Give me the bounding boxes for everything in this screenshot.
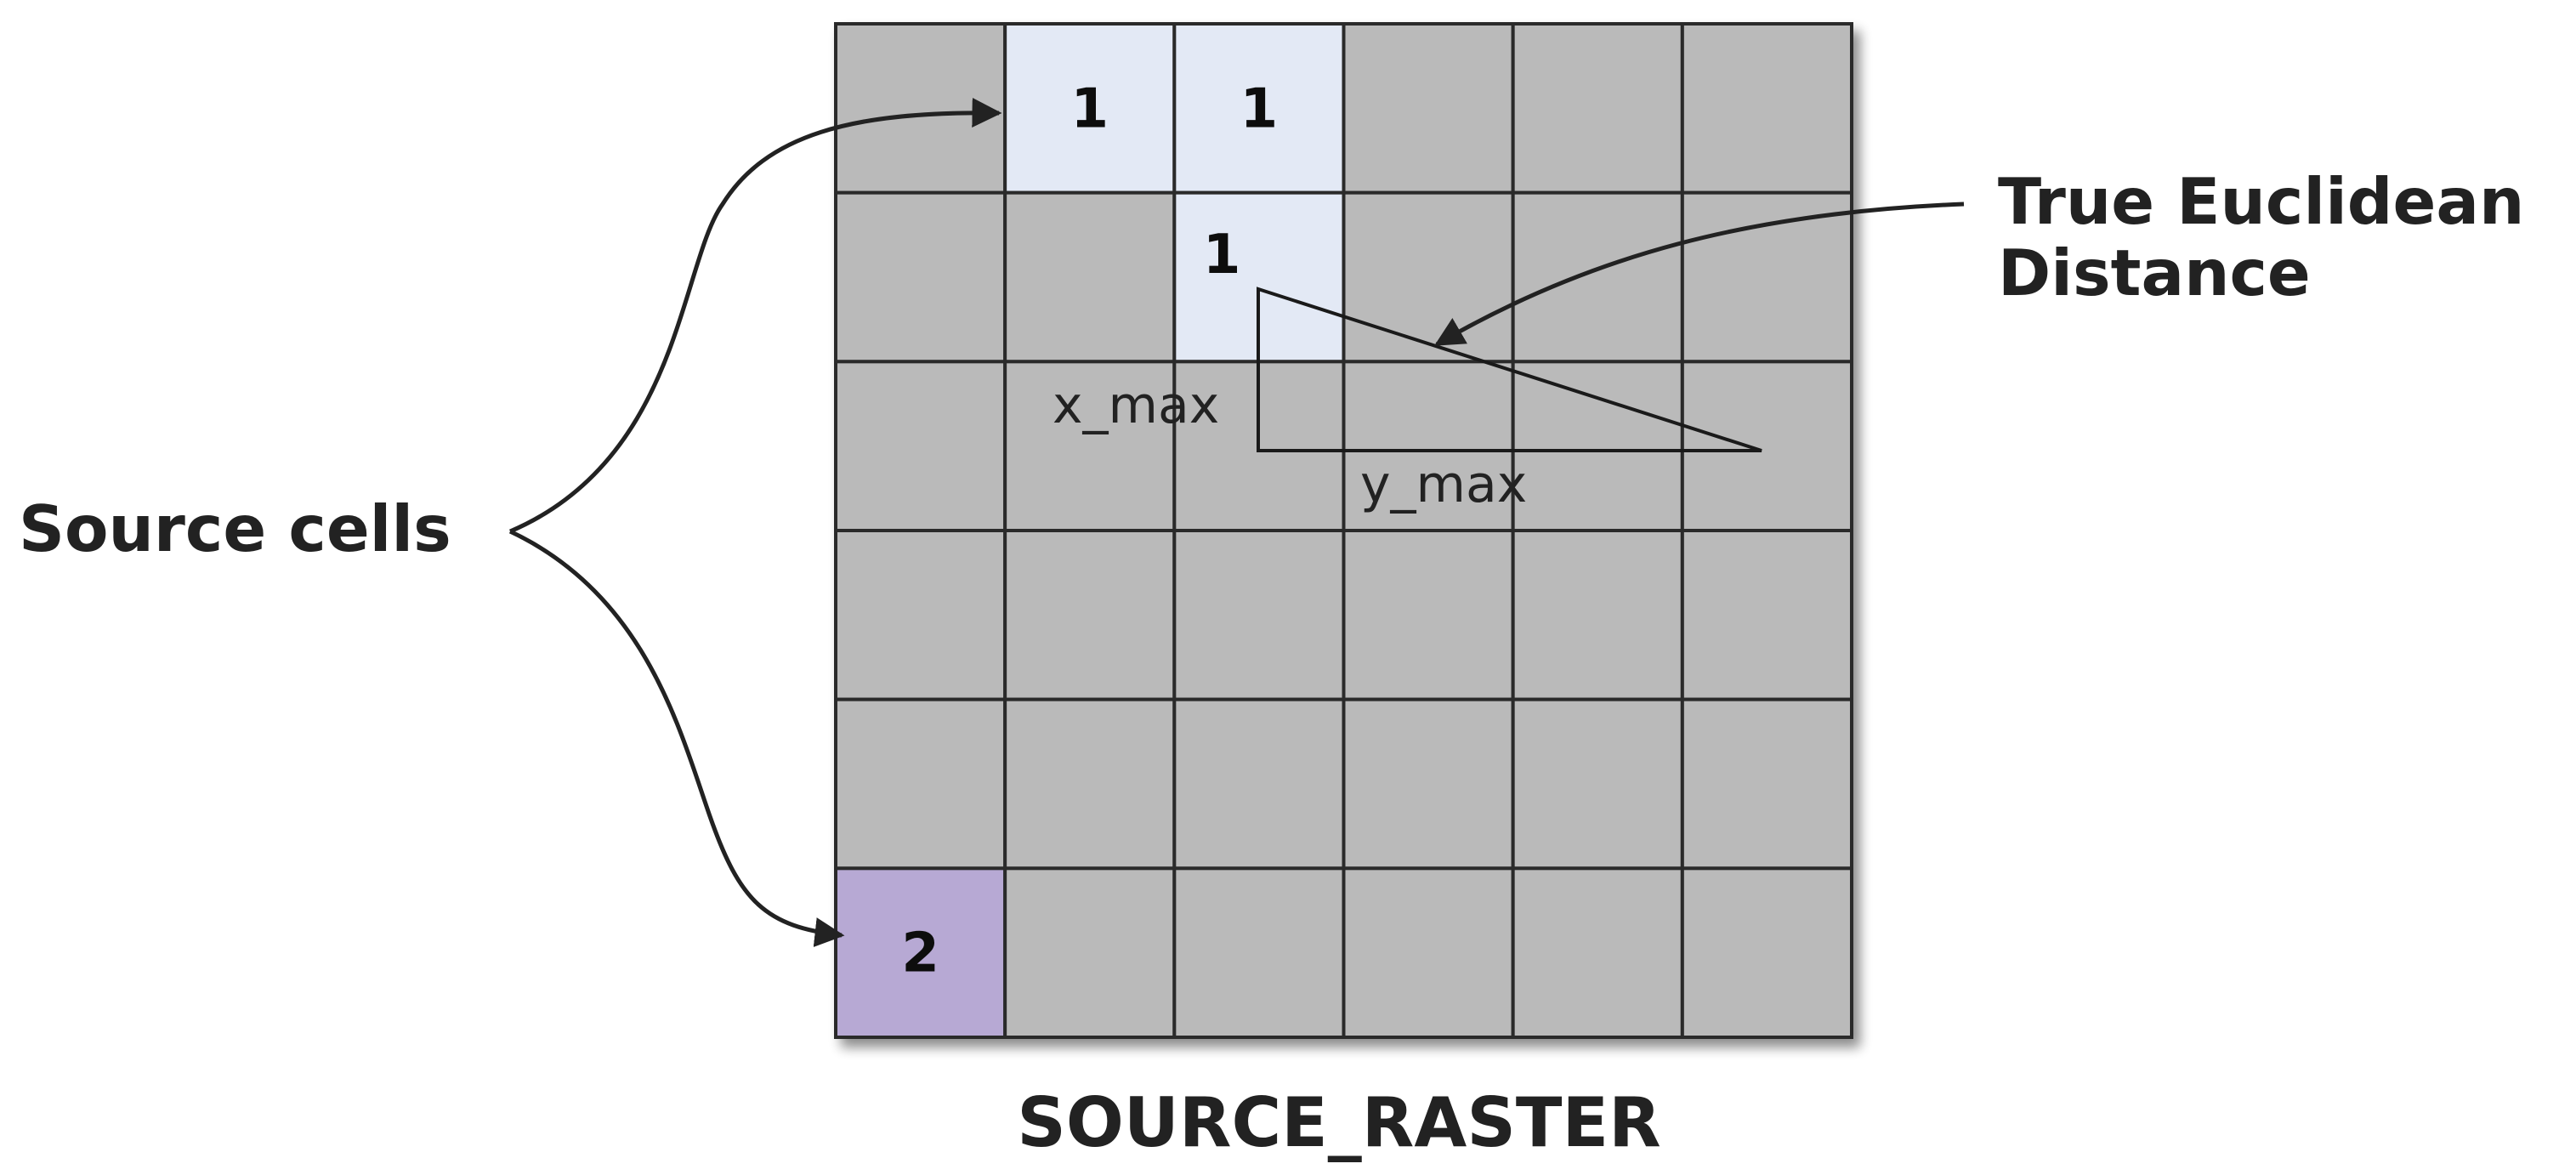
raster-cell-2-4 [1511, 360, 1684, 533]
true-euclidean-label-line2: Distance [1998, 236, 2311, 310]
raster-cell-3-2 [1172, 529, 1346, 701]
raster-cell-4-1 [1003, 697, 1177, 871]
cell-value-0-2: 1 [1240, 77, 1279, 140]
raster-cell-1-1 [1003, 190, 1177, 364]
raster-cell-5-2 [1172, 866, 1346, 1039]
cell-value-1-2: 1 [1203, 224, 1241, 287]
raster-cell-3-5 [1680, 529, 1854, 701]
source-raster-grid: 1 1 1 2 [834, 22, 1854, 1039]
raster-cell-0-3 [1342, 22, 1515, 195]
y-max-label: y_max [1360, 455, 1527, 514]
source-cells-label: Source cells [19, 491, 451, 566]
raster-cell-1-5 [1680, 190, 1854, 364]
raster-cell-1-0 [834, 190, 1007, 364]
raster-cell-3-4 [1511, 529, 1684, 701]
raster-cell-5-3 [1342, 866, 1515, 1039]
raster-cell-3-0 [834, 529, 1007, 701]
true-euclidean-label-line1: True Euclidean [1998, 164, 2524, 239]
raster-cell-2-5 [1680, 360, 1854, 533]
raster-cell-2-0 [834, 360, 1007, 533]
raster-cell-0-0 [834, 22, 1007, 195]
cell-value-0-1: 1 [1070, 77, 1109, 140]
source-cells-arrow-bottom [508, 529, 845, 947]
raster-cell-5-4 [1511, 866, 1684, 1039]
raster-cell-4-4 [1511, 697, 1684, 871]
true-euclidean-arrow [1433, 202, 1965, 347]
raster-caption: SOURCE_RASTER [1017, 1083, 1661, 1162]
raster-cell-5-1 [1003, 866, 1177, 1039]
source-cell-0-2 [1172, 22, 1346, 195]
x-max-label: x_max [1053, 376, 1219, 435]
distance-triangle [1257, 287, 1762, 452]
raster-cell-4-3 [1342, 697, 1515, 871]
raster-cell-4-2 [1172, 697, 1346, 871]
raster-cell-4-5 [1680, 697, 1854, 871]
grid-cells: 1 1 1 2 [834, 22, 1854, 1039]
raster-cell-4-0 [834, 697, 1007, 871]
raster-cell-1-4 [1511, 190, 1684, 364]
raster-cell-1-3 [1342, 190, 1515, 364]
source-cell-0-1 [1003, 22, 1177, 195]
raster-cell-0-4 [1511, 22, 1684, 195]
raster-cell-3-1 [1003, 529, 1177, 701]
raster-cell-3-3 [1342, 529, 1515, 701]
raster-cell-0-5 [1680, 22, 1854, 195]
source-cells-arrow-top [509, 97, 1002, 534]
true-euclidean-distance-label: True Euclidean Distance [1998, 164, 2546, 310]
cell-value-5-0: 2 [901, 922, 939, 985]
raster-cell-5-5 [1680, 866, 1854, 1039]
